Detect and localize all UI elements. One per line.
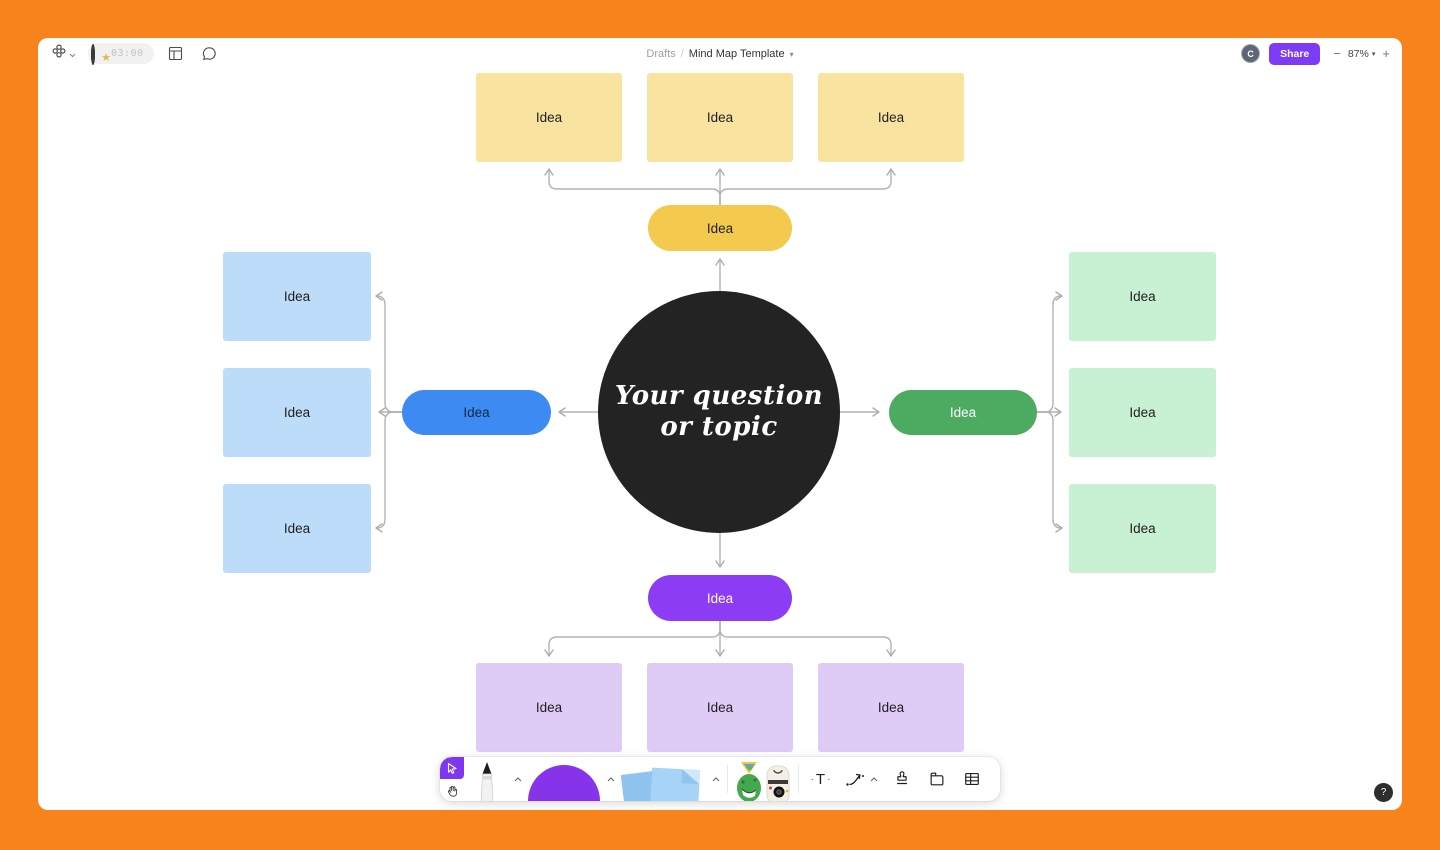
- document-title[interactable]: Mind Map Template: [688, 47, 785, 60]
- marker-tool-button[interactable]: [464, 757, 510, 801]
- hand-tool-button[interactable]: [440, 779, 464, 801]
- mindmap-board: Your question or topic Idea Idea Idea Id…: [38, 38, 1402, 810]
- chevron-up-icon: [607, 776, 614, 781]
- mindmap-leaf-node[interactable]: Idea: [476, 73, 622, 162]
- music-disc-icon: ★: [91, 43, 111, 65]
- chevron-up-icon: [514, 776, 521, 781]
- tool-dock: · T ·: [440, 757, 1000, 801]
- title-chevron-icon[interactable]: ▾: [789, 49, 794, 59]
- zoom-controls: − 87% ▾ +: [1333, 47, 1390, 60]
- main-menu-button[interactable]: [50, 42, 78, 65]
- chat-bubble-icon: [203, 47, 216, 61]
- text-tool-button[interactable]: · T ·: [810, 770, 831, 788]
- top-toolbar: ★ 03:00 Drafts / Mind Map Template ▾: [38, 38, 1402, 69]
- table-icon: [964, 773, 979, 785]
- zoom-out-button[interactable]: −: [1333, 46, 1341, 61]
- mindmap-leaf-node[interactable]: Idea: [223, 368, 371, 457]
- mindmap-branch-node-right[interactable]: Idea: [889, 390, 1037, 435]
- figjam-canvas: ★ 03:00 Drafts / Mind Map Template ▾: [38, 38, 1402, 810]
- mindmap-leaf-node[interactable]: Idea: [818, 73, 964, 162]
- breadcrumb: Drafts / Mind Map Template ▾: [646, 47, 794, 60]
- sticky-options-chevron[interactable]: [708, 757, 723, 801]
- chevron-up-icon: [870, 776, 877, 781]
- select-tool-button[interactable]: [440, 757, 464, 779]
- mindmap-leaf-node[interactable]: Idea: [818, 663, 964, 752]
- sticky-note-tool-button[interactable]: [618, 757, 708, 801]
- marker-icon: [480, 762, 494, 801]
- shape-options-chevron[interactable]: [603, 757, 618, 801]
- connector-icon: [845, 773, 864, 786]
- mindmap-leaf-node[interactable]: Idea: [223, 484, 371, 573]
- shape-circle-icon: [528, 765, 600, 801]
- cursor-select-icon: [447, 762, 457, 774]
- hand-icon: [447, 785, 457, 797]
- mindmap-connectors: [375, 168, 1063, 657]
- emote-stamps-icon: [732, 758, 794, 801]
- stamp-tool-button[interactable]: [885, 763, 918, 795]
- mindmap-branch-node-bottom[interactable]: Idea: [648, 575, 792, 621]
- star-icon: ★: [101, 51, 111, 64]
- breadcrumb-folder[interactable]: Drafts: [646, 47, 676, 60]
- mindmap-leaf-node[interactable]: Idea: [1069, 252, 1216, 341]
- zoom-level-menu[interactable]: 87% ▾: [1347, 47, 1376, 60]
- timer-value: 03:00: [111, 48, 144, 59]
- mindmap-leaf-node[interactable]: Idea: [1069, 368, 1216, 457]
- sticky-note-icon: [620, 767, 701, 801]
- timer-widget[interactable]: ★ 03:00: [88, 43, 154, 65]
- stamp-icon: [896, 771, 907, 785]
- stamps-tool-button[interactable]: [732, 757, 794, 801]
- chevron-down-icon: ▾: [1371, 51, 1376, 58]
- mindmap-leaf-node[interactable]: Idea: [476, 663, 622, 752]
- section-icon: [930, 772, 943, 786]
- mindmap-leaf-node[interactable]: Idea: [647, 73, 793, 162]
- mindmap-leaf-node[interactable]: Idea: [223, 252, 371, 341]
- templates-button[interactable]: [164, 42, 188, 66]
- table-tool-button[interactable]: [955, 763, 988, 795]
- marker-options-chevron[interactable]: [510, 757, 525, 801]
- zoom-in-button[interactable]: +: [1382, 46, 1390, 61]
- mindmap-branch-node-left[interactable]: Idea: [402, 390, 551, 435]
- center-topic-text: Your question or topic: [614, 381, 824, 442]
- section-tool-button[interactable]: [920, 763, 953, 795]
- comments-button[interactable]: [198, 42, 222, 66]
- share-button[interactable]: Share: [1269, 42, 1321, 65]
- template-layout-icon: [169, 46, 183, 61]
- mindmap-leaf-node[interactable]: Idea: [647, 663, 793, 752]
- figma-menu-icon: [52, 44, 66, 63]
- chevron-down-icon: [69, 45, 76, 63]
- mindmap-branch-node-top[interactable]: Idea: [648, 205, 792, 251]
- connector-tool-button[interactable]: [839, 763, 883, 795]
- help-button[interactable]: ?: [1374, 783, 1393, 802]
- chevron-up-icon: [712, 776, 719, 781]
- user-avatar[interactable]: C: [1241, 44, 1261, 63]
- text-icon: T: [815, 770, 826, 788]
- mindmap-center-node[interactable]: Your question or topic: [598, 291, 840, 533]
- shape-tool-button[interactable]: [525, 757, 603, 801]
- mindmap-leaf-node[interactable]: Idea: [1069, 484, 1216, 573]
